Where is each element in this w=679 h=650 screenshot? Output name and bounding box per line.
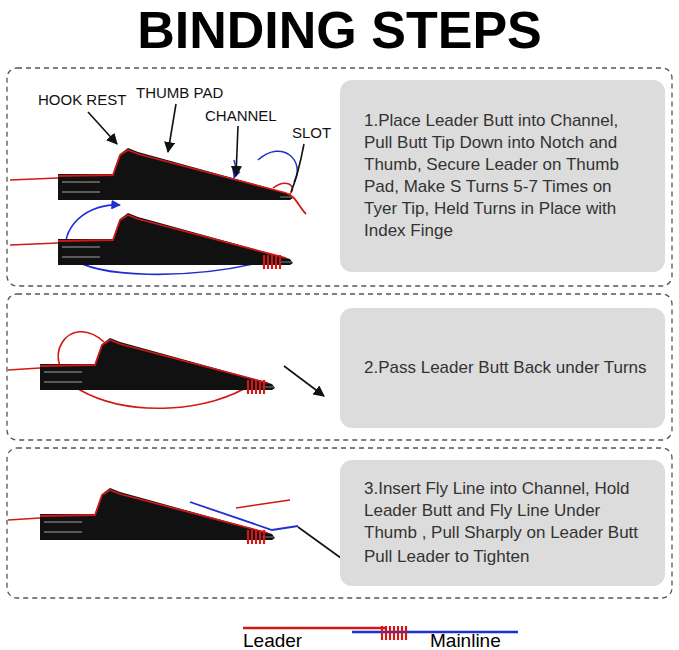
tyer-tool <box>8 488 298 544</box>
legend-label: Mainline <box>430 631 501 650</box>
step-box: 3.Insert Fly Line into Channel, Hold Lea… <box>340 460 665 586</box>
diagram-title: BINDING STEPS <box>0 0 679 60</box>
part-label: CHANNEL <box>205 107 277 124</box>
step-box: 2.Pass Leader Butt Back under Turns <box>340 308 665 428</box>
leader-arrow <box>168 104 176 152</box>
step-panel <box>7 68 672 286</box>
step-panel <box>7 294 672 440</box>
step-instruction: 3.Insert Fly Line into Channel, Hold Lea… <box>364 478 649 544</box>
tyer-tool <box>10 205 293 274</box>
legend-label: Leader <box>243 631 302 650</box>
coil-sample <box>382 626 398 640</box>
coil-sample <box>402 626 406 640</box>
tyer-tool <box>10 148 306 214</box>
leader-arrow <box>88 112 117 144</box>
step-instruction: 2.Pass Leader Butt Back under Turns <box>364 357 649 379</box>
leader-line <box>291 144 304 192</box>
leader-sample <box>243 627 386 630</box>
part-label: THUMB PAD <box>136 84 223 101</box>
tyer-tool <box>8 332 275 409</box>
step-box: 1.Place Leader Butt into Channel, Pull B… <box>340 80 665 272</box>
step-panel <box>7 448 672 598</box>
leader-arrow <box>236 126 238 176</box>
part-label: SLOT <box>292 124 331 141</box>
part-label: HOOK REST <box>38 91 126 108</box>
step-instruction: 1.Place Leader Butt into Channel, Pull B… <box>364 110 649 243</box>
pointer-arrow <box>284 366 324 396</box>
step-note: Pull Leader to Tighten <box>364 546 649 568</box>
